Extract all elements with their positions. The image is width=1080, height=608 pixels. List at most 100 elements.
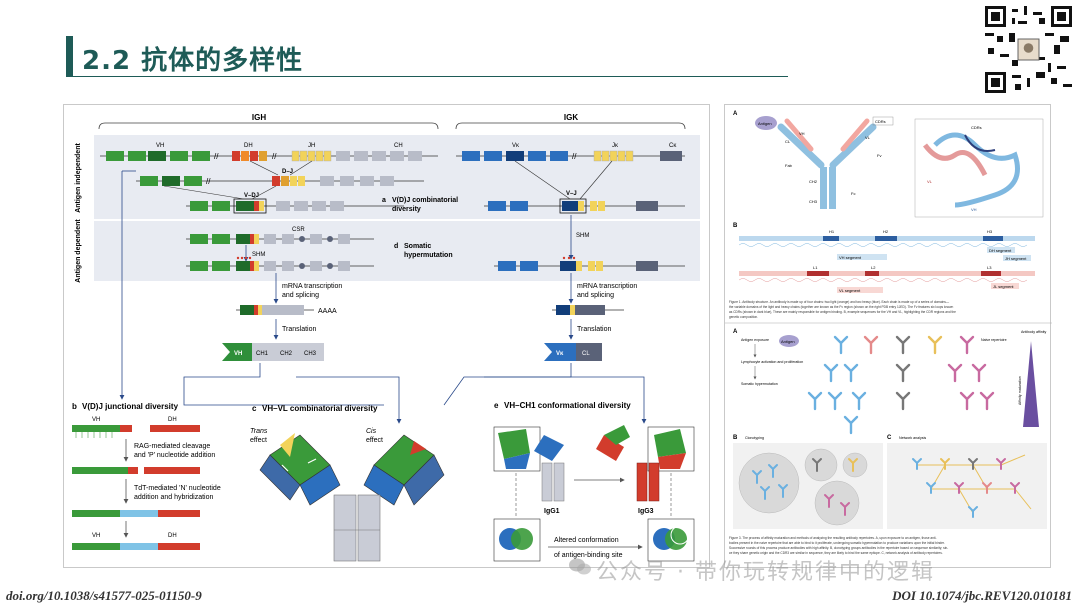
svg-text:Antibody affinity: Antibody affinity [1021, 330, 1047, 334]
panel-e-label: VH–CH1 conformational diversity [504, 401, 631, 410]
svg-text:VL: VL [865, 135, 871, 140]
svg-text:Figure 3. The process of affin: Figure 3. The process of affinity matura… [729, 536, 937, 540]
clonotype-clusters [738, 448, 868, 526]
svg-text://: // [206, 177, 211, 186]
svg-text:CL: CL [582, 351, 590, 357]
panel-d-label: Somatic [404, 243, 431, 250]
svg-text:VH: VH [971, 207, 977, 212]
network-graph [917, 454, 1032, 514]
dj-label: D–J [282, 169, 293, 175]
mrna-label-right: mRNA transcription [577, 283, 637, 290]
svg-text:CL: CL [785, 139, 791, 144]
csr-label: CSR [292, 227, 305, 233]
svg-text:genetic composition.: genetic composition. [729, 315, 758, 319]
svg-text:Fv: Fv [877, 153, 881, 158]
svg-text:H3: H3 [987, 229, 993, 234]
svg-text:VL: VL [927, 179, 933, 184]
svg-text:DH segment: DH segment [989, 248, 1012, 253]
jh-label: JH [308, 143, 315, 149]
tdt-label: TdT-mediated 'N' nucleotide [134, 485, 221, 492]
svg-text:C: C [887, 435, 892, 441]
svg-text:CDRs: CDRs [875, 119, 886, 124]
panel-d-label-2: hypermutation [404, 252, 453, 259]
svg-text:CH2: CH2 [280, 351, 293, 357]
altered-label-2: of antigen-binding site [554, 552, 623, 559]
figure-1-caption: Figure 1. Antibody structure. An antibod… [729, 300, 956, 319]
svg-text:B: B [733, 435, 738, 441]
tdt-label-2: addition and hybridization [134, 494, 213, 501]
antigen-dependent-label: Antigen dependent [75, 219, 82, 283]
svg-text:VH: VH [799, 131, 805, 136]
antigen-independent-label: Antigen independent [75, 143, 82, 213]
mrna-label-right-2: and splicing [577, 292, 614, 299]
light-chain-protein: Vκ CL [544, 343, 602, 361]
svg-text:Naive repertoire: Naive repertoire [981, 338, 1007, 342]
antigen-node: Antigen [758, 121, 772, 126]
svg-text:H2: H2 [883, 229, 889, 234]
svg-text:Fc: Fc [851, 191, 855, 196]
svg-text:VH: VH [92, 533, 100, 539]
svg-text:CH2: CH2 [809, 179, 818, 184]
mrna-label-left: mRNA transcription [282, 283, 342, 290]
title-underline [66, 76, 788, 77]
sequence-alignment: H1 H2 H3 VH segment DH segment JH segmen… [738, 229, 1035, 293]
vdj-label: V–DJ [244, 193, 259, 199]
antibody-repertoire-diagram: A Antigen VH CL VL Fab Fv Fc CH2 C H3 CDR… [725, 111, 1052, 555]
shm-label-right: SHM [576, 233, 589, 239]
panel-b-label: V(D)J junctional diversity [82, 402, 179, 411]
panel-a-label: V(D)J combinatorial [392, 197, 458, 204]
svg-text:L1: L1 [813, 265, 818, 270]
clonotyping-label: Clonotyping [745, 436, 764, 440]
trans-label-2: effect [250, 437, 267, 444]
svg-text:VH: VH [92, 417, 100, 423]
panel-b-letter: b [72, 402, 77, 411]
igh-label: IGH [252, 113, 266, 122]
igk-label: IGK [564, 113, 578, 122]
watermark-text: 公众号 · 带你玩转规律中的逻辑 [596, 560, 935, 585]
doi-citation-left: doi.org/10.1038/s41577-025-01150-9 [6, 588, 202, 603]
svg-text:Figure 1. Antibody structure.: Figure 1. Antibody structure. An antibod… [729, 300, 950, 304]
svg-text:the variable domains of the li: the variable domains of the light and he… [729, 305, 953, 309]
shm-label-left: SHM [252, 252, 265, 258]
ch-label: CH [394, 143, 403, 149]
svg-text:L2: L2 [871, 265, 876, 270]
rag-label-2: and 'P' nucleotide addition [134, 452, 215, 459]
trans-label: Trans [250, 428, 268, 435]
svg-text://: // [572, 152, 577, 161]
antibody-diversity-figure: IGH IGK Antigen independent Antigen depe… [63, 104, 710, 568]
affinity-flow: Antigen exposure Lymphocyte activation a… [741, 338, 803, 386]
figure-3-caption: Figure 3. The process of affinity matura… [729, 536, 948, 555]
altered-label: Altered conformation [554, 537, 619, 544]
svg-text:Antigen exposure: Antigen exposure [741, 338, 769, 342]
cis-label: Cis [366, 428, 377, 435]
cis-fab-diagram [363, 434, 445, 506]
svg-text:CDRs: CDRs [971, 125, 982, 130]
svg-text:JL segment: JL segment [993, 284, 1014, 289]
vk-label: Vκ [512, 143, 520, 149]
svg-text:Vκ: Vκ [556, 351, 564, 357]
dh-label: DH [244, 143, 253, 149]
svg-text:DH: DH [168, 417, 177, 423]
panel-e-letter: e [494, 401, 499, 410]
vh-label: VH [156, 143, 164, 149]
panel-c-label: VH–VL combinatorial diversity [262, 404, 378, 413]
panel-A-letter: A [733, 111, 738, 117]
svg-text:Antigen: Antigen [781, 339, 795, 344]
title-accent-bar [66, 36, 73, 76]
rag-label: RAG-mediated cleavage [134, 443, 210, 450]
panel-d-letter: d [394, 243, 398, 250]
svg-text:bodies present in the naive re: bodies present in the naive repertoire t… [729, 541, 945, 545]
svg-text:L3: L3 [987, 265, 992, 270]
heavy-chain-protein: VH CH1 CH2 CH3 [222, 343, 324, 361]
ck-label: Cκ [669, 143, 677, 149]
page-title: 2.2 抗体的多样性 [82, 46, 304, 76]
antibody-icons-row [807, 335, 995, 435]
svg-text:Fab: Fab [785, 163, 793, 168]
panel-c-letter: c [252, 404, 257, 413]
trans-fab-diagram [259, 433, 341, 506]
igh-germline-row: // // [106, 150, 422, 162]
fv-ribbon-structure: CDRs VL VH [914, 118, 1044, 218]
antibody-repertoire-figure: A Antigen VH CL VL Fab Fv Fc CH2 C H3 CDR… [724, 104, 1052, 568]
svg-text://: // [214, 152, 219, 161]
svg-text:VL segment: VL segment [839, 288, 861, 293]
